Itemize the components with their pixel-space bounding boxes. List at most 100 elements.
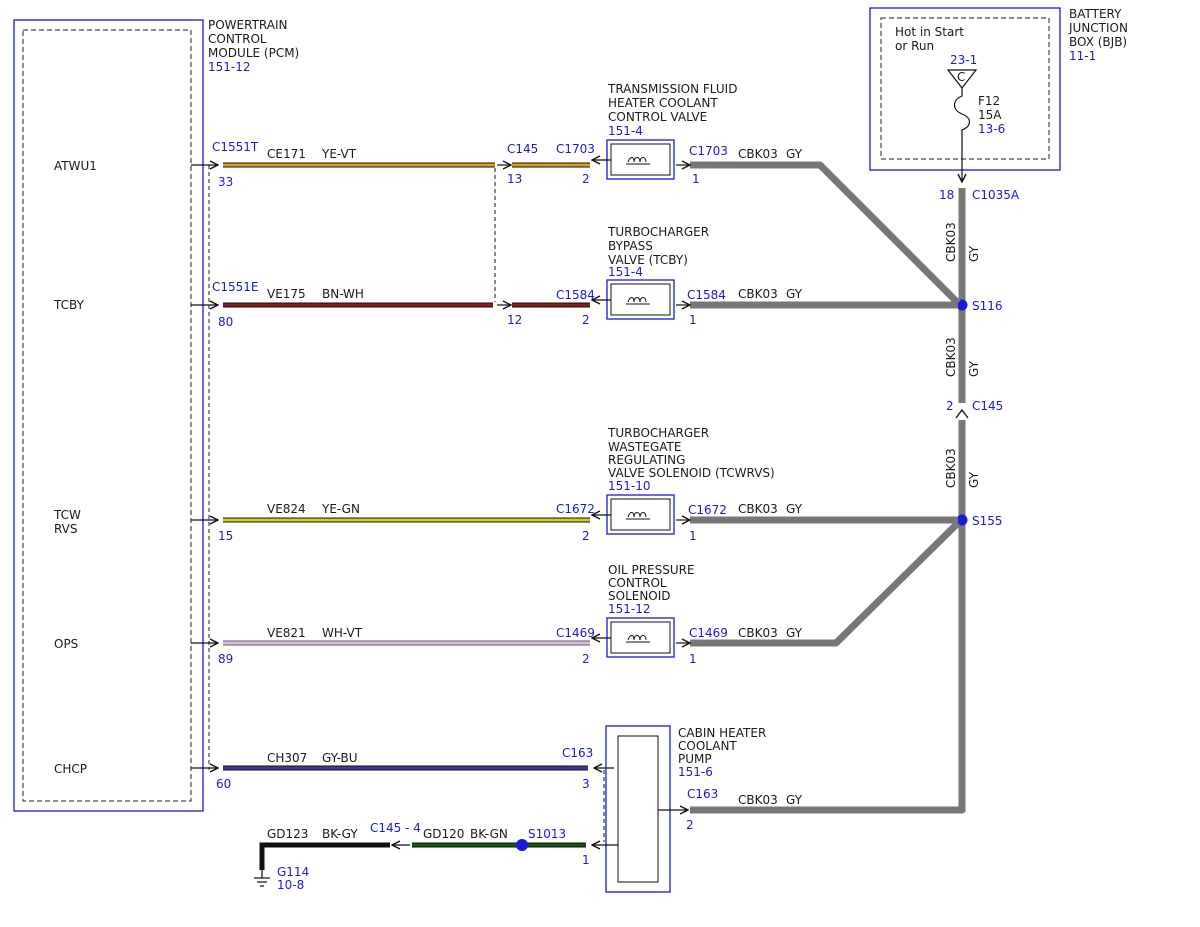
tcwrvs-circuit: VE824 [267, 502, 306, 516]
atwu1-inline-pin: 13 [507, 172, 522, 186]
bjb-fuse-letter: C [957, 70, 965, 84]
atwu1-color: YE-VT [321, 147, 357, 161]
bjb-title-1: BATTERY [1069, 7, 1122, 21]
splice-s1013 [516, 839, 528, 851]
tcwrvs-comp-pin: 2 [582, 529, 590, 543]
bjb-hot-1: Hot in Start [895, 25, 964, 39]
feed-label-2: CBK03 [944, 337, 958, 377]
chcp-line-1: CABIN HEATER [678, 726, 766, 740]
wire-bk-gy [259, 842, 390, 870]
tcby-line-1: TURBOCHARGER [607, 225, 709, 239]
tfhccv-line-3: CONTROL VALVE [608, 110, 707, 124]
pcm-pin-rvs: RVS [54, 522, 78, 536]
ground-pin: 1 [582, 853, 590, 867]
tcby-pcm-conn: C1551E [212, 280, 259, 294]
tcby-line-3: VALVE (TCBY) [608, 253, 688, 267]
ops-color: WH-VT [322, 626, 363, 640]
tcwrvs-out-circuit: CBK03 [738, 502, 778, 516]
tcwrvs-out-color: GY [786, 502, 803, 516]
splice-s116 [956, 299, 968, 311]
feed-color-2: GY [967, 360, 981, 377]
tcwrvs-out-conn: C1672 [688, 503, 727, 517]
ops-line-1: OIL PRESSURE [608, 563, 695, 577]
component-tcwrvs [606, 494, 675, 535]
ground-ref: 10-8 [277, 878, 304, 892]
tcwrvs-line-3: REGULATING [608, 453, 685, 467]
tcwrvs-color: YE-GN [321, 502, 360, 516]
pcm-title-3: MODULE (PCM) [208, 46, 299, 60]
chcp-comp-pin: 3 [582, 777, 590, 791]
atwu1-comp-conn: C1703 [556, 142, 595, 156]
chcp-line-2: COOLANT [678, 739, 737, 753]
tcby-circuit: VE175 [267, 287, 306, 301]
pcm-pin-tcw: TCW [53, 508, 81, 522]
ops-line-2: CONTROL [608, 576, 667, 590]
pcm-pin-atwu1: ATWU1 [54, 159, 97, 173]
tcby-line-2: BYPASS [608, 239, 653, 253]
splice-s155-label: S155 [972, 514, 1003, 528]
tfhccv-line-2: HEATER COOLANT [608, 96, 718, 110]
tcby-inline-pin: 12 [507, 313, 522, 327]
tcwrvs-comp-conn: C1672 [556, 502, 595, 516]
feed-label-1: CBK03 [944, 222, 958, 262]
chcp-comp-conn: C163 [562, 746, 593, 760]
ops-out-circuit: CBK03 [738, 626, 778, 640]
bjb-pin: 18 [939, 188, 954, 202]
bjb-inner [880, 17, 1050, 160]
bjb-outline [869, 7, 1061, 171]
atwu1-pcm-pin: 33 [218, 175, 233, 189]
ops-ref: 151-12 [608, 602, 651, 616]
chcp-line-3: PUMP [678, 752, 712, 766]
splice-s155 [956, 514, 968, 526]
pcm-module-outline [13, 19, 204, 812]
c145-feed-conn: C145 [972, 399, 1003, 413]
fuse-symbol-icon [946, 69, 978, 89]
tcwrvs-out-pin: 1 [689, 529, 697, 543]
bjb-ref: 11-1 [1069, 49, 1096, 63]
atwu1-pcm-conn: C1551T [212, 140, 259, 154]
fuse-element-icon [953, 88, 971, 182]
tcwrvs-line-4: VALVE SOLENOID (TCWRVS) [608, 466, 775, 480]
ops-circuit: VE821 [267, 626, 306, 640]
gy-output-wires [690, 161, 966, 814]
ops-out-conn: C1469 [689, 626, 728, 640]
ops-line-3: SOLENOID [608, 589, 671, 603]
chcp-ref: 151-6 [678, 765, 713, 779]
ops-out-color: GY [786, 626, 803, 640]
tfhccv-out-color: GY [786, 147, 803, 161]
feed-color-3: GY [967, 471, 981, 488]
solenoid-coil-icon [626, 157, 650, 165]
solenoid-coil-icon [626, 635, 650, 643]
bjb-fuse-page: 13-6 [978, 122, 1005, 136]
tcby-comp-conn: C1584 [556, 288, 595, 302]
pcm-title-1: POWERTRAIN [208, 18, 288, 32]
ops-comp-conn: C1469 [556, 626, 595, 640]
solenoid-coil-icon [626, 297, 650, 305]
pcm-pin-tcby: TCBY [53, 298, 85, 312]
tfhccv-line-1: TRANSMISSION FLUID [607, 82, 737, 96]
tcby-ref: 151-4 [608, 265, 643, 279]
pcm-title-2: CONTROL [208, 32, 267, 46]
solenoid-coil-icon [626, 512, 650, 520]
ops-out-pin: 1 [689, 652, 697, 666]
feed-color-1: GY [967, 245, 981, 262]
ground-circuit-b: GD120 [423, 827, 464, 841]
bjb-fuse-rating: 15A [978, 108, 1002, 122]
ground-icon [254, 870, 270, 887]
tfhccv-out-circuit: CBK03 [738, 147, 778, 161]
tcby-out-circuit: CBK03 [738, 287, 778, 301]
tcby-pcm-pin: 80 [218, 315, 233, 329]
chcp-pcm-pin: 60 [216, 777, 231, 791]
component-tfhccv [606, 139, 675, 180]
tcby-color: BN-WH [322, 287, 364, 301]
component-tcby [606, 279, 675, 320]
tfhccv-out-conn: C1703 [689, 144, 728, 158]
bjb-title-3: BOX (BJB) [1069, 35, 1127, 49]
bjb-connector: C1035A [972, 188, 1020, 202]
pcm-module-inner [22, 29, 192, 802]
ground-circuit-a: GD123 [267, 827, 308, 841]
chcp-out-pin: 2 [686, 818, 694, 832]
tfhccv-ref: 151-4 [608, 124, 643, 138]
